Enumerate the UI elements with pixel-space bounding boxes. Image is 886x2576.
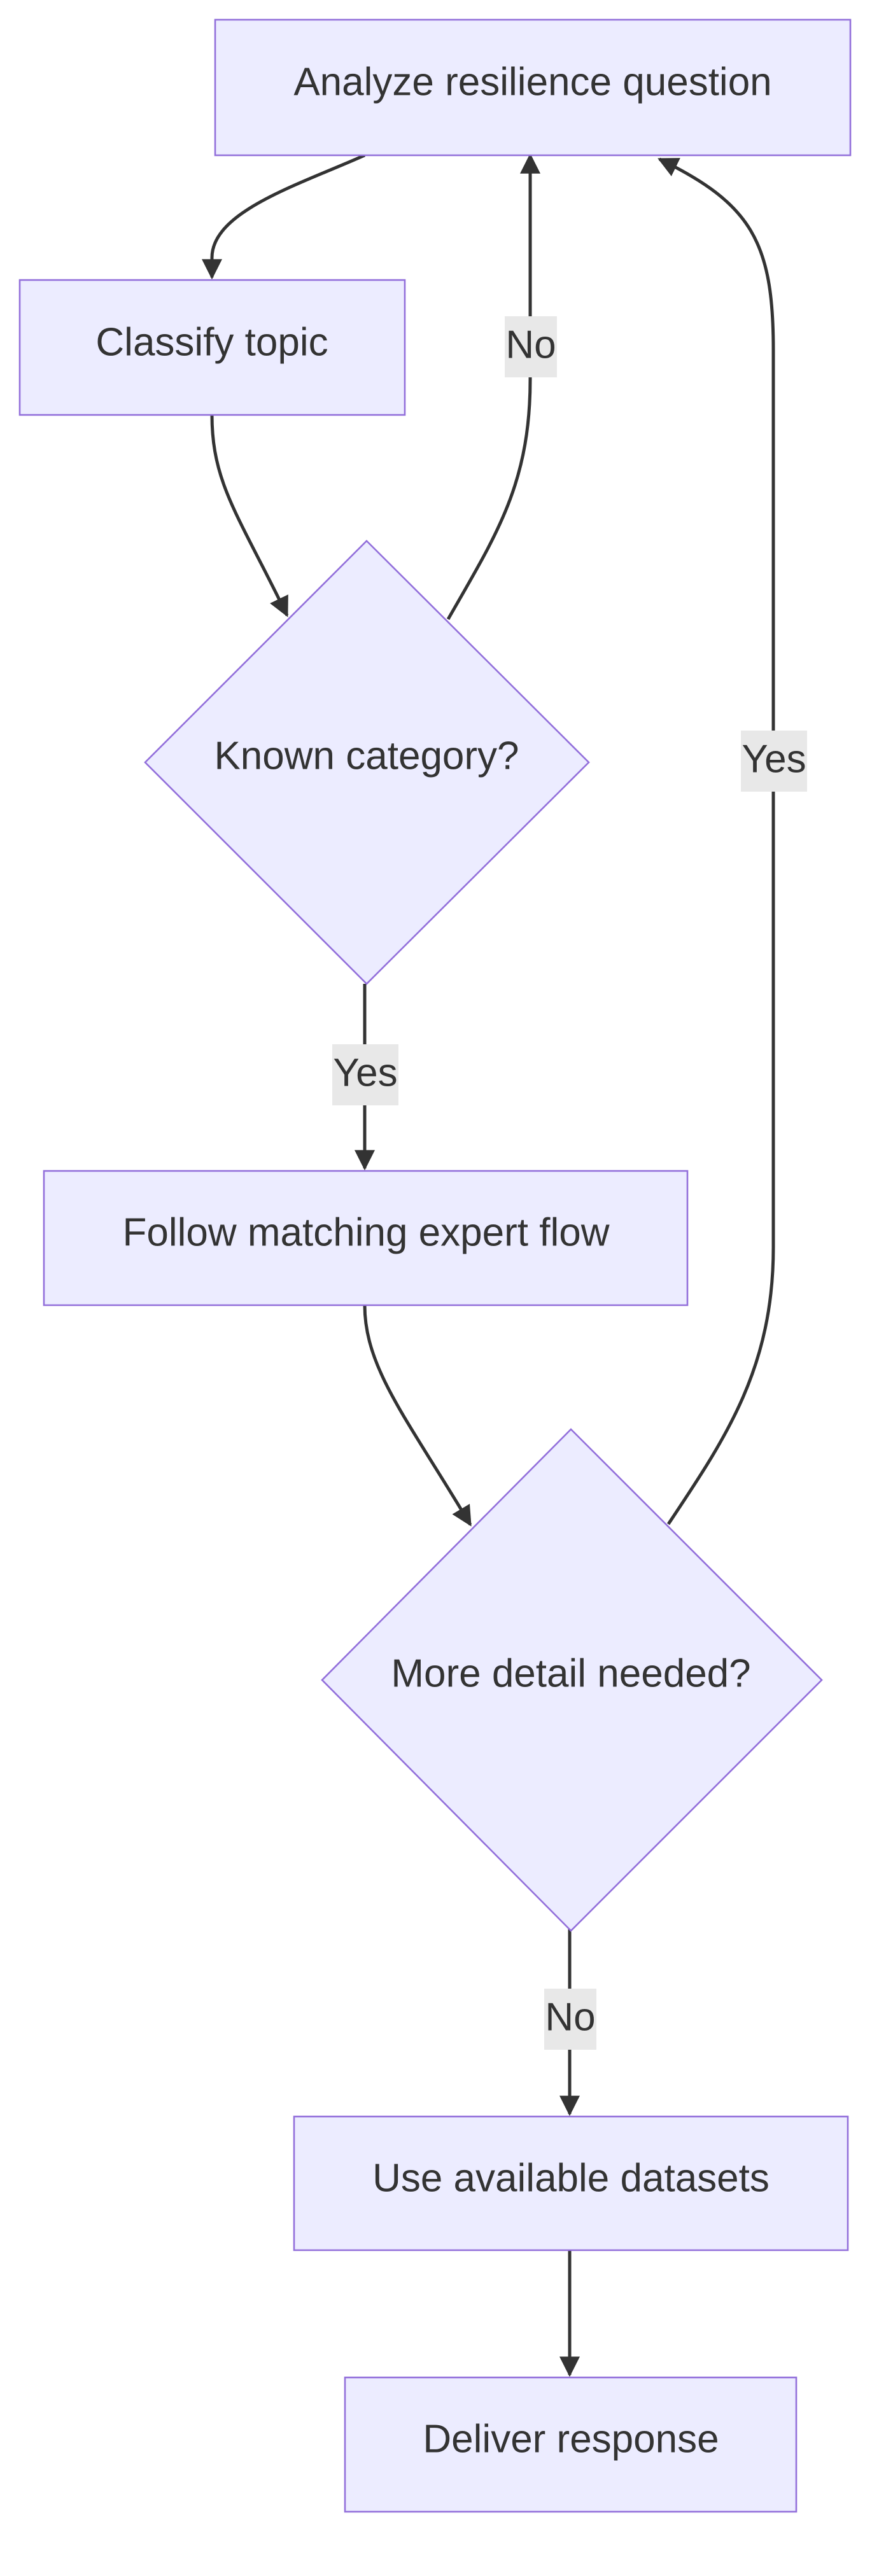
node-label: Known category? xyxy=(214,734,519,778)
edges xyxy=(202,153,775,2377)
node-label: Deliver response xyxy=(423,2417,719,2461)
node-label: Classify topic xyxy=(95,320,328,364)
node-label: More detail needed? xyxy=(391,1651,750,1695)
node-analyze: Analyze resilience question xyxy=(214,18,852,157)
node-deliver: Deliver response xyxy=(344,2376,798,2513)
node-label: Use available datasets xyxy=(372,2156,770,2200)
node-more-decision: More detail needed? xyxy=(321,1428,823,1932)
node-follow: Follow matching expert flow xyxy=(43,1170,689,1306)
nodes: Analyze resilience question Classify top… xyxy=(18,18,852,2513)
edge-label-text: Yes xyxy=(742,737,806,781)
node-label: Analyze resilience question xyxy=(293,60,771,104)
node-classify: Classify topic xyxy=(18,279,406,416)
edge-label-no-known: No xyxy=(505,316,557,377)
edge-label-text: Yes xyxy=(333,1051,397,1095)
edge-label-yes-more: Yes xyxy=(741,731,807,792)
edge-known-to-analyze xyxy=(446,153,540,620)
edge-labels: No Yes Yes No xyxy=(332,316,807,2050)
node-known-decision: Known category? xyxy=(144,540,590,985)
node-datasets: Use available datasets xyxy=(293,2115,849,2251)
node-label: Follow matching expert flow xyxy=(123,1210,610,1254)
edge-follow-to-more xyxy=(363,1305,472,1527)
edge-more-to-analyze xyxy=(657,157,775,1525)
edge-label-text: No xyxy=(505,323,556,367)
edge-label-no-more: No xyxy=(544,1989,596,2050)
edge-label-text: No xyxy=(545,1995,595,2039)
edge-classify-to-known xyxy=(210,414,289,617)
edge-analyze-to-classify xyxy=(202,153,366,280)
edge-label-yes-known: Yes xyxy=(332,1044,398,1105)
